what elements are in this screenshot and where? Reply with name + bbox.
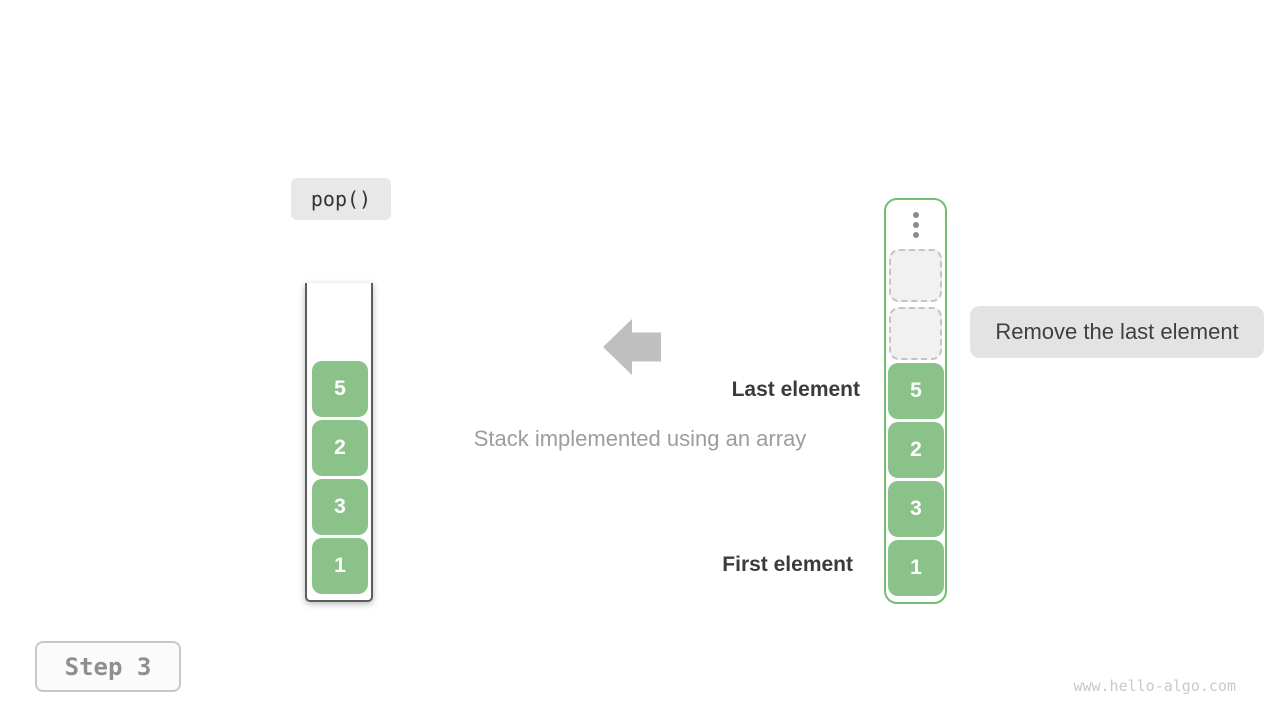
stack-cell-value: 1 <box>334 554 346 577</box>
stack-cell: 2 <box>312 420 368 476</box>
diagram-caption: Stack implemented using an array <box>473 426 807 451</box>
stack-cell: 3 <box>312 479 368 535</box>
remove-last-element-tooltip: Remove the last element <box>970 306 1264 358</box>
watermark: www.hello-algo.com <box>1073 677 1236 695</box>
stack-container: 5 2 3 1 <box>305 283 373 602</box>
step-badge-text: Step 3 <box>64 652 152 681</box>
ellipsis-dot <box>912 222 919 228</box>
empty-array-slot <box>889 307 942 360</box>
vertical-ellipsis-icon <box>886 212 945 238</box>
stack-cell-value: 3 <box>334 495 346 518</box>
array-cell: 2 <box>888 422 944 478</box>
first-element-label: First element <box>722 553 853 576</box>
ellipsis-dot <box>912 212 919 218</box>
array-cell-value: 1 <box>910 556 922 579</box>
array-container: 5 2 3 1 <box>884 198 947 604</box>
stack-cell: 5 <box>312 361 368 417</box>
stack-cell: 1 <box>312 538 368 594</box>
last-element-label: Last element <box>731 378 860 401</box>
stack-cell-value: 5 <box>334 377 346 400</box>
array-cell: 1 <box>888 540 944 596</box>
array-cell-value: 5 <box>910 379 922 402</box>
pop-operation-text: pop() <box>310 187 372 211</box>
arrow-left-icon <box>603 319 661 375</box>
array-cell-value: 2 <box>910 438 922 461</box>
ellipsis-dot <box>912 232 919 238</box>
array-cell: 5 <box>888 363 944 419</box>
step-badge: Step 3 <box>35 641 181 692</box>
stack-cell-value: 2 <box>334 436 346 459</box>
tooltip-text: Remove the last element <box>995 319 1239 344</box>
pop-operation-label: pop() <box>291 178 391 220</box>
array-cell-value: 3 <box>910 497 922 520</box>
empty-array-slot <box>889 249 942 302</box>
array-cell: 3 <box>888 481 944 537</box>
